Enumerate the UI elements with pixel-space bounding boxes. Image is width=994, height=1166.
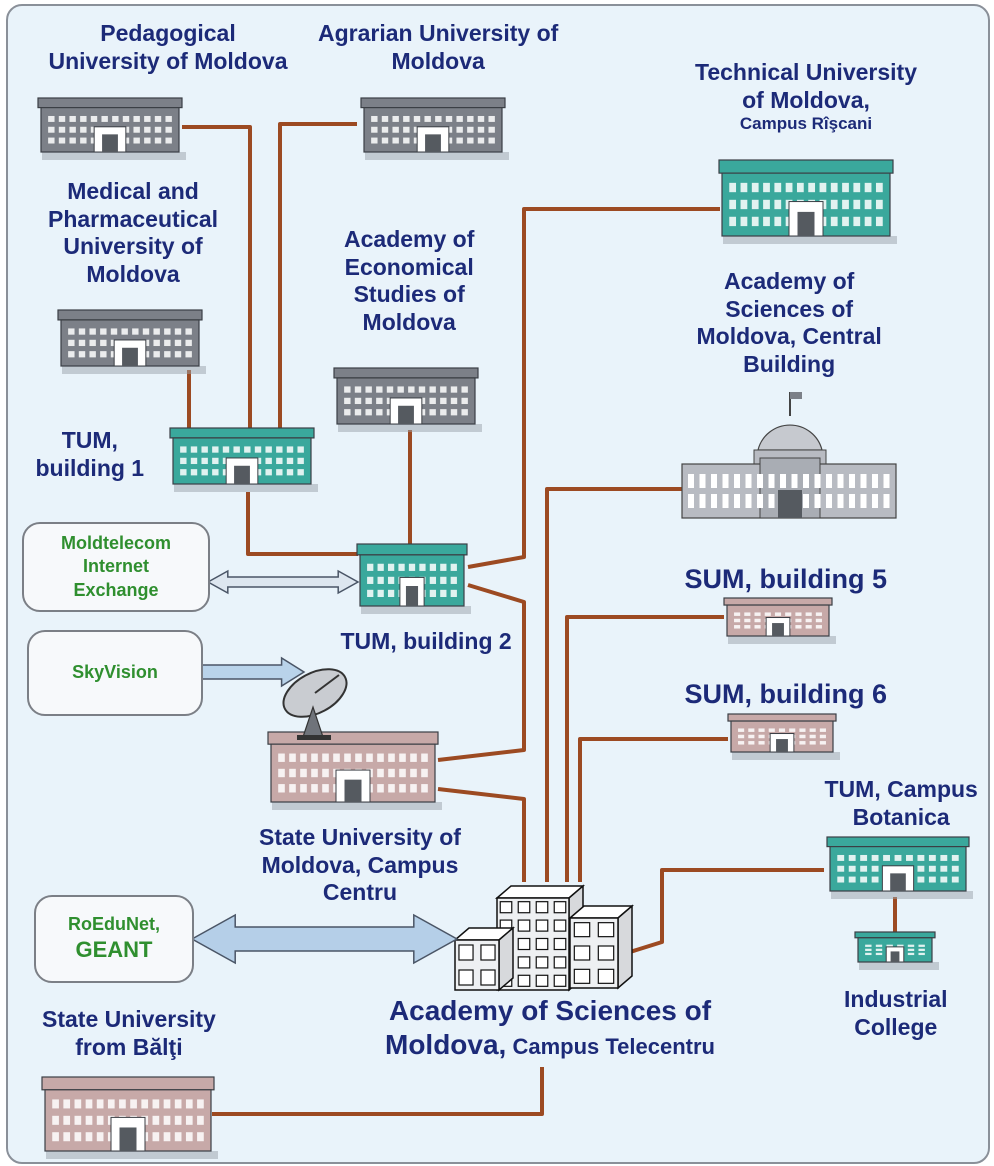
building-icon bbox=[267, 731, 442, 810]
label-asm-telecentru-line: Academy of Sciences of bbox=[388, 995, 712, 1026]
label-tum-botanica-line: Botanica bbox=[852, 803, 950, 830]
arrow-icon bbox=[197, 656, 306, 688]
label-medical-line: University of bbox=[63, 233, 203, 260]
label-balti-line: State University bbox=[42, 1006, 216, 1032]
label-economic-line: Studies of bbox=[353, 281, 465, 308]
label-balti-line: from Bălţi bbox=[75, 1033, 183, 1060]
label-medical-line: Pharmaceutical bbox=[48, 205, 219, 232]
roedunet-box-line: GEANT bbox=[75, 937, 153, 963]
label-medical-line: Moldova bbox=[86, 260, 180, 287]
connection-wire bbox=[246, 492, 358, 556]
connection-wire bbox=[467, 207, 720, 569]
connection-wire bbox=[437, 787, 526, 882]
label-industrial-college-line: College bbox=[854, 1013, 938, 1040]
label-agrarian-line: Moldova bbox=[391, 47, 485, 74]
label-tum-botanica-line: TUM, Campus bbox=[824, 776, 978, 802]
label-agrarian-line: Agrarian University of bbox=[318, 20, 559, 46]
connection-wire bbox=[212, 1067, 544, 1116]
label-sum-building-5-line: SUM, building 5 bbox=[684, 564, 888, 594]
label-asm-telecentru-campus: Campus Telecentru bbox=[506, 1033, 715, 1059]
moldtelecom-box-line: Moldtelecom bbox=[60, 532, 171, 553]
building-icon bbox=[854, 931, 939, 970]
building-icon bbox=[169, 427, 318, 492]
label-tum-building-1-line: building 1 bbox=[35, 454, 145, 481]
label-economic-line: Moldova bbox=[362, 308, 456, 335]
label-asm-telecentru-line: Moldova, bbox=[385, 1028, 507, 1060]
connection-wires bbox=[37, 97, 973, 1159]
building-icon bbox=[41, 1076, 218, 1159]
label-asm-central-line: Building bbox=[743, 350, 836, 377]
label-tum-building-2: TUM, building 2 bbox=[341, 628, 512, 656]
building-icon bbox=[826, 836, 973, 899]
satellite-dish-icon bbox=[282, 668, 348, 740]
roedunet-box-line: RoEduNet, bbox=[68, 914, 160, 934]
label-tum-building-1: TUM,building 1 bbox=[36, 427, 145, 482]
label-pedagogical-line: Pedagogical bbox=[100, 20, 236, 46]
label-economic-line: Economical bbox=[344, 253, 474, 280]
building-icon bbox=[360, 97, 509, 160]
building-icon bbox=[723, 597, 836, 644]
label-economic-line: Academy of bbox=[344, 226, 475, 252]
building-icon bbox=[37, 97, 186, 160]
label-asm-central-line: Academy of bbox=[723, 268, 855, 294]
building-icon bbox=[727, 713, 840, 760]
label-sum-building-6: SUM, building 6 bbox=[685, 678, 888, 710]
building-icon bbox=[333, 367, 482, 432]
connection-wire bbox=[629, 868, 824, 954]
double-arrow-icon bbox=[190, 913, 459, 965]
building-icon bbox=[356, 543, 471, 614]
building-icon bbox=[718, 159, 897, 244]
label-usm-centru-line: Moldova, Campus bbox=[261, 851, 459, 878]
label-technical-campus: Campus Rîşcani bbox=[739, 114, 873, 134]
skyvision-box: SkyVision bbox=[27, 630, 203, 716]
connection-wire bbox=[545, 487, 685, 882]
label-sum-building-5: SUM, building 5 bbox=[685, 563, 888, 595]
skyvision-box-line: SkyVision bbox=[72, 662, 158, 683]
connection-wire bbox=[278, 122, 357, 432]
domed-building-icon bbox=[681, 392, 897, 519]
data-center-icon bbox=[452, 884, 635, 992]
connection-wire bbox=[578, 737, 728, 882]
label-industrial-college-line: Industrial bbox=[844, 986, 948, 1012]
label-usm-centru-line: Centru bbox=[322, 879, 398, 906]
roedunet-box: RoEduNet, GEANT bbox=[34, 895, 194, 983]
connection-wire bbox=[437, 583, 526, 762]
label-usm-centru-line: State University of bbox=[259, 824, 461, 850]
label-technical-line: Technical University bbox=[695, 59, 917, 85]
label-technical-line: of Moldova, bbox=[742, 86, 870, 113]
connection-wire bbox=[565, 615, 724, 882]
label-tum-building-1-line: TUM, bbox=[61, 427, 118, 453]
label-medical-line: Medical and bbox=[67, 178, 199, 204]
label-sum-building-6-line: SUM, building 6 bbox=[684, 679, 888, 709]
building-icon bbox=[57, 309, 206, 374]
moldtelecom-box-line: Internet bbox=[82, 556, 149, 577]
label-pedagogical-line: University of Moldova bbox=[48, 47, 288, 74]
moldtelecom-box-line: Exchange bbox=[73, 579, 159, 600]
label-asm-central-line: Moldova, Central bbox=[696, 323, 882, 350]
label-asm-central-line: Sciences of bbox=[725, 295, 854, 322]
label-tum-building-2-line: TUM, building 2 bbox=[340, 628, 512, 654]
double-arrow-icon bbox=[206, 569, 360, 595]
connection-wire bbox=[182, 125, 252, 432]
